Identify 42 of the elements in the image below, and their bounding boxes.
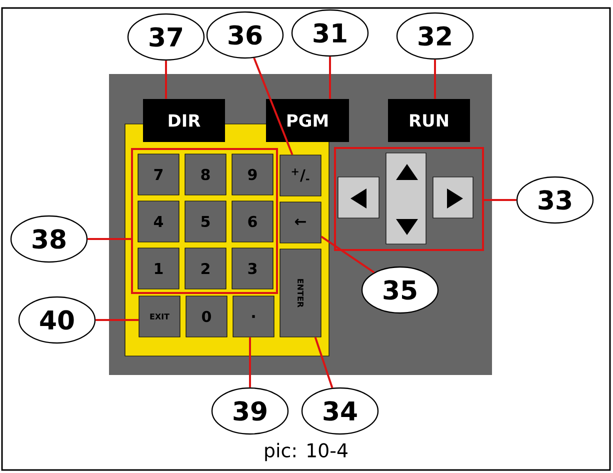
keypad-key: ← bbox=[280, 202, 322, 244]
function-key: PGM bbox=[266, 99, 349, 142]
function-key: DIR bbox=[143, 99, 225, 142]
leader-line bbox=[484, 199, 516, 201]
callout-number: 34 bbox=[301, 387, 379, 435]
function-key: RUN bbox=[388, 99, 470, 142]
leader-line bbox=[165, 60, 167, 99]
keypad-key: . bbox=[232, 296, 274, 338]
leader-line bbox=[96, 319, 139, 321]
callout-number: 31 bbox=[291, 9, 369, 57]
keypad-key: 6 bbox=[232, 200, 274, 242]
callout-number: 38 bbox=[10, 215, 88, 263]
keypad-key: 5 bbox=[184, 200, 226, 242]
arrow-key bbox=[432, 176, 474, 218]
leader-line bbox=[88, 238, 131, 240]
arrow-key bbox=[338, 176, 380, 218]
keypad-key: 2 bbox=[184, 248, 226, 290]
callout-number: 40 bbox=[18, 296, 96, 344]
callout-number: 36 bbox=[206, 11, 284, 59]
callout-number: 35 bbox=[361, 266, 439, 314]
highlight-frame bbox=[131, 148, 278, 294]
keypad-key: 9 bbox=[232, 154, 274, 196]
keypad-key: 0 bbox=[186, 296, 228, 338]
leader-line bbox=[329, 56, 331, 99]
callout-number: 37 bbox=[127, 13, 205, 61]
keypad-key: 7 bbox=[138, 154, 180, 196]
keypad-key: $^{+}$/$_{-}$ bbox=[280, 154, 322, 196]
caption: pic: 10-4 bbox=[265, 442, 348, 462]
arrow-key bbox=[386, 152, 426, 244]
leader-line bbox=[320, 236, 375, 274]
callout-number: 33 bbox=[516, 176, 594, 224]
callout-number: 32 bbox=[396, 12, 474, 60]
keypad-key: 8 bbox=[184, 154, 226, 196]
leader-line bbox=[253, 58, 294, 156]
keypad-key: 3 bbox=[232, 248, 274, 290]
keypad-key: 4 bbox=[138, 200, 180, 242]
keypad-key: 1 bbox=[138, 248, 180, 290]
leader-line bbox=[434, 60, 436, 99]
highlight-frame bbox=[334, 147, 484, 251]
leader-line bbox=[249, 337, 251, 388]
leader-line bbox=[314, 336, 334, 388]
callout-number: 39 bbox=[211, 387, 289, 435]
